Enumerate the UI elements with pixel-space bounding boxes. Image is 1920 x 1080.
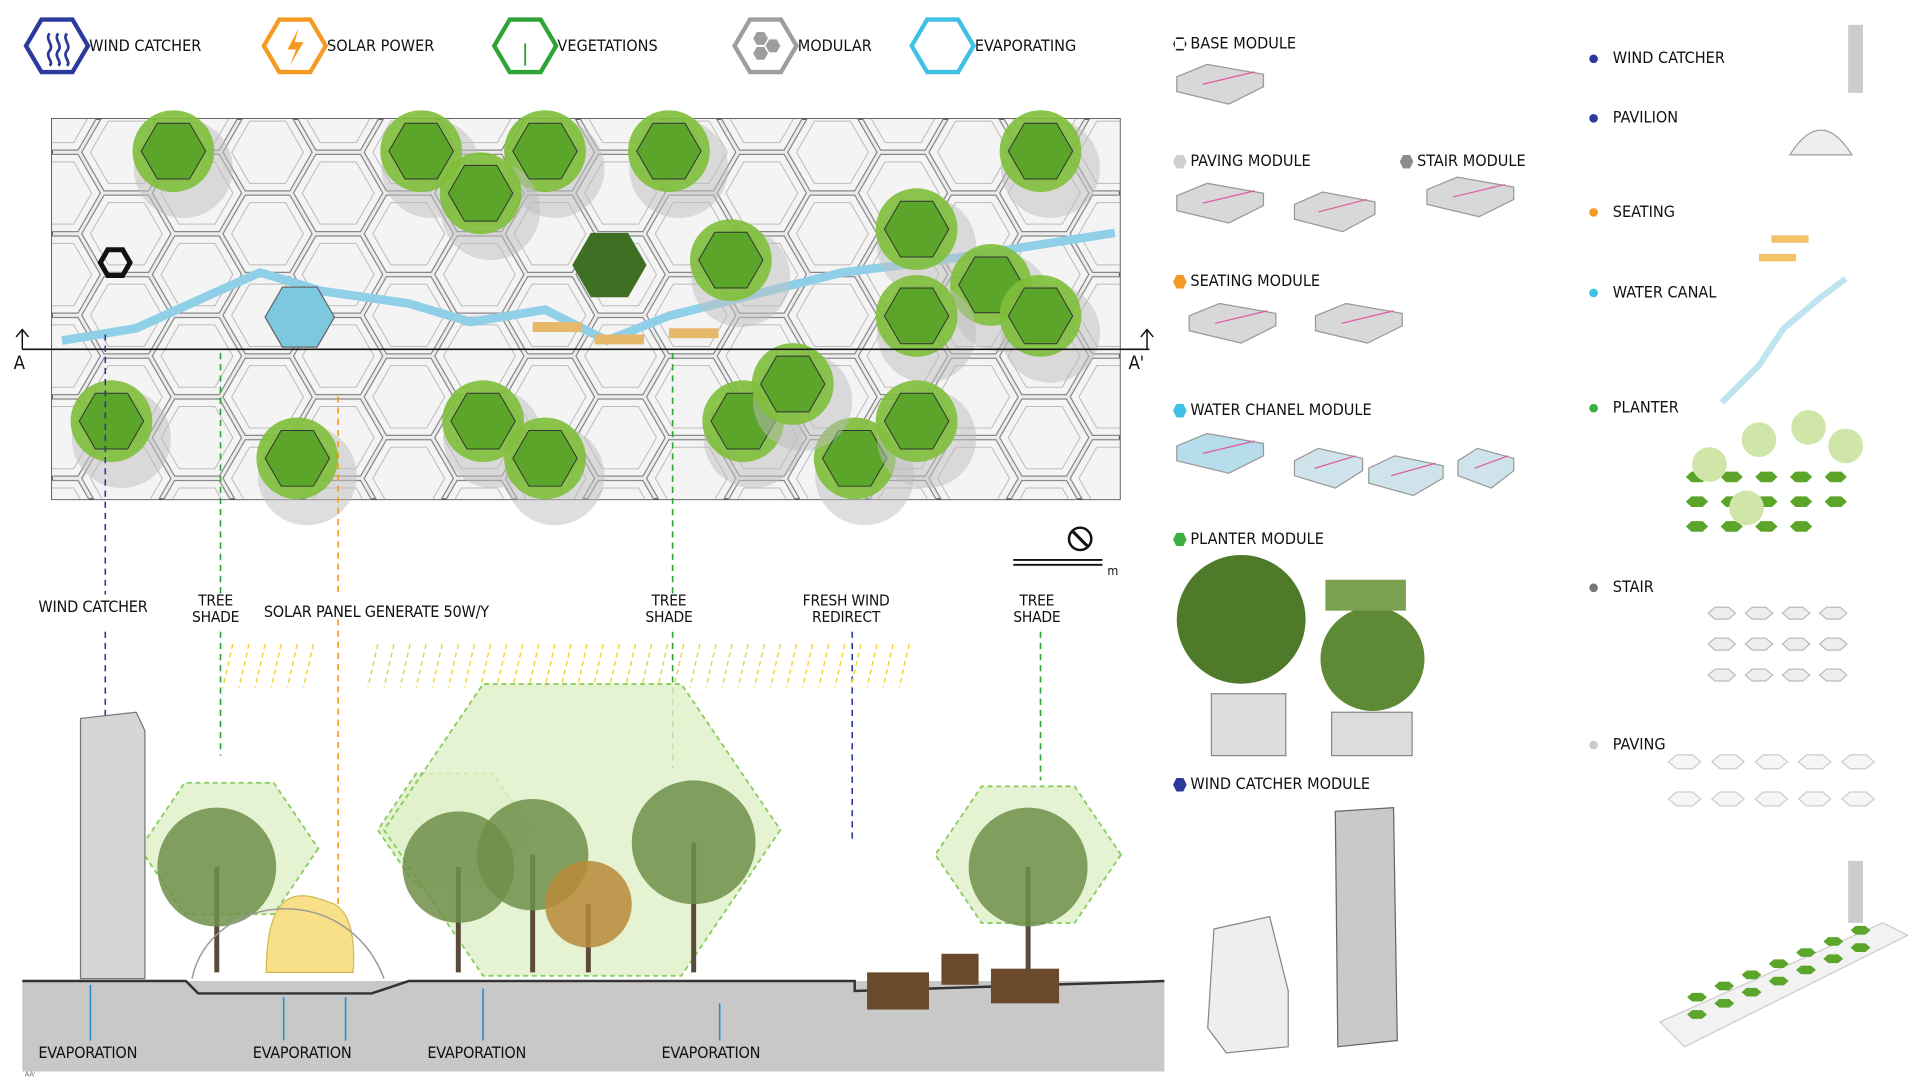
- label-evaporation-3: EVAPORATION: [427, 1044, 527, 1063]
- axon-label: WIND CATCHER: [1612, 49, 1725, 69]
- module-paving-module: PAVING MODULE: [1173, 152, 1311, 171]
- site-section: [22, 619, 1165, 1072]
- module-title: BASE MODULE: [1190, 34, 1297, 54]
- bullet-icon: [1589, 208, 1598, 217]
- legend-label: SOLAR POWER: [327, 36, 435, 56]
- axon-legend-paving: PAVING: [1589, 735, 1666, 755]
- axon-legend-pavilion: PAVILION: [1589, 109, 1678, 128]
- module-title: PAVING MODULE: [1190, 152, 1311, 171]
- bullet-icon: [1589, 583, 1598, 593]
- module-title: STAIR MODULE: [1417, 152, 1526, 171]
- axon-legend-planter: PLANTER: [1589, 398, 1679, 418]
- axon-legend-stair: STAIR: [1589, 578, 1654, 597]
- scale-unit: m: [1107, 564, 1119, 579]
- module-illustrations: [1176, 63, 1515, 1054]
- module-base-module: BASE MODULE: [1173, 34, 1297, 54]
- label-wind-catcher: WIND CATCHER: [38, 598, 148, 617]
- hexagon-icon: [1173, 37, 1187, 51]
- bullet-icon: [1589, 288, 1598, 298]
- module-title: SEATING MODULE: [1190, 272, 1321, 292]
- module-stair-module: STAIR MODULE: [1399, 152, 1526, 171]
- bullet-icon: [1589, 740, 1598, 750]
- hexagon-icon: [1173, 532, 1187, 547]
- axon-label: STAIR: [1612, 578, 1654, 598]
- module-title: PLANTER MODULE: [1190, 530, 1324, 549]
- module-planter-module: PLANTER MODULE: [1173, 530, 1324, 549]
- axon-label: PAVING: [1612, 735, 1666, 755]
- axon-label: WATER CANAL: [1612, 283, 1717, 303]
- axon-legend-wind-catcher: WIND CATCHER: [1589, 49, 1725, 69]
- legend-item-wind-catcher: WIND CATCHER: [22, 15, 201, 77]
- section-mark-a-prime: A': [1128, 351, 1144, 375]
- leaf-icon: [491, 17, 559, 75]
- legend-item-vegetations: VEGETATIONS: [491, 15, 658, 77]
- legend-item-modular: MODULAR: [731, 15, 872, 77]
- axon-legend-water-canal: WATER CANAL: [1589, 283, 1717, 303]
- hexagon-icon: [1173, 403, 1187, 418]
- module-wind-catcher-module: WIND CATCHER MODULE: [1173, 775, 1370, 794]
- exploded-axonometric: [1658, 24, 1909, 1048]
- label-evaporation-1: EVAPORATION: [38, 1044, 138, 1063]
- section-tag: AA': [24, 1070, 36, 1079]
- legend-label: WIND CATCHER: [89, 36, 202, 56]
- label-solar-panel: SOLAR PANEL GENERATE 50W/Y: [263, 603, 489, 622]
- module-seating-module: SEATING MODULE: [1173, 272, 1321, 292]
- legend-item-solar-power: SOLAR POWER: [260, 15, 434, 77]
- hexagon-icon: [1399, 154, 1414, 169]
- site-plan: [15, 110, 1154, 595]
- wind-icon: [23, 17, 91, 75]
- water-drop-icon: [909, 17, 977, 75]
- hexagon-icon: [1173, 274, 1187, 289]
- label-evaporation-4: EVAPORATION: [661, 1044, 761, 1063]
- hexagon-icon: [1173, 154, 1187, 169]
- module-water-chanel-module: WATER CHANEL MODULE: [1173, 401, 1372, 420]
- axon-legend-seating: SEATING: [1589, 203, 1675, 222]
- axon-label: PLANTER: [1612, 398, 1679, 418]
- bullet-icon: [1589, 403, 1598, 413]
- legend-label: EVAPORATING: [974, 36, 1077, 56]
- legend-label: MODULAR: [797, 36, 872, 56]
- hexagon-cluster-icon: [732, 17, 800, 75]
- legend-label: VEGETATIONS: [557, 36, 658, 56]
- legend-item-evaporating: EVAPORATING: [908, 15, 1076, 77]
- module-title: WATER CHANEL MODULE: [1190, 401, 1372, 420]
- bullet-icon: [1589, 113, 1598, 123]
- module-title: WIND CATCHER MODULE: [1190, 775, 1370, 795]
- lightning-icon: [261, 17, 329, 75]
- hexagon-icon: [1173, 777, 1187, 792]
- section-mark-a: A: [13, 351, 25, 375]
- axon-label: PAVILION: [1612, 109, 1679, 128]
- bullet-icon: [1589, 54, 1598, 64]
- axon-label: SEATING: [1612, 203, 1675, 222]
- label-evaporation-2: EVAPORATION: [252, 1044, 352, 1063]
